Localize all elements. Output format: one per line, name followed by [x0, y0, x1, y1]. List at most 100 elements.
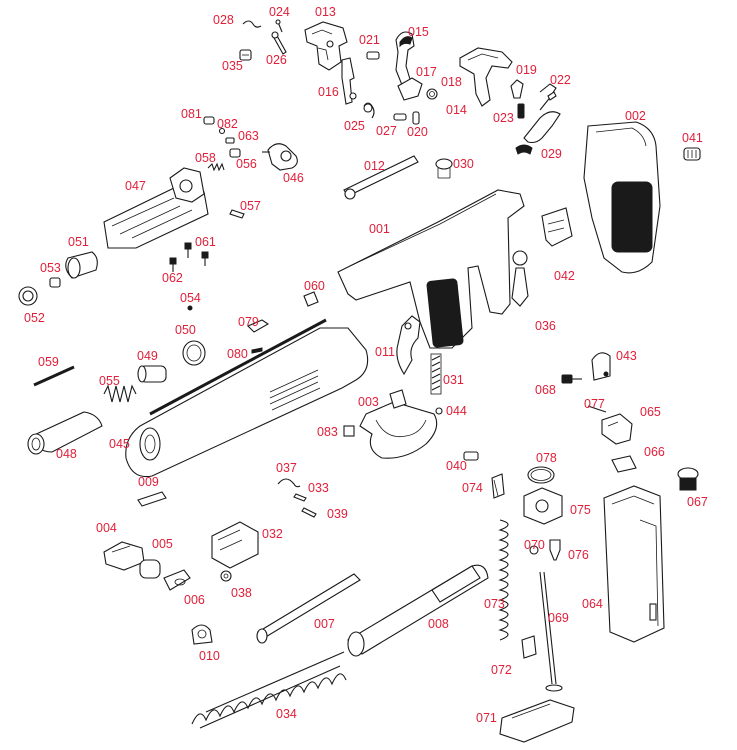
part-label-018: 018 — [441, 75, 462, 89]
part-021-drawing — [366, 51, 380, 60]
part-label-016: 016 — [318, 85, 339, 99]
part-061-drawing — [184, 242, 192, 258]
part-060-drawing — [303, 291, 319, 307]
part-label-010: 010 — [199, 649, 220, 663]
part-023-drawing — [517, 103, 525, 119]
part-label-044: 044 — [446, 404, 467, 418]
part-045-drawing — [125, 318, 369, 478]
part-039-drawing — [301, 507, 317, 518]
part-label-078: 078 — [536, 451, 557, 465]
part-035-drawing — [239, 49, 252, 61]
part-label-061: 061 — [195, 235, 216, 249]
part-label-030: 030 — [453, 157, 474, 171]
part-017-drawing — [397, 77, 423, 101]
part-label-013: 013 — [315, 5, 336, 19]
part-025-drawing — [363, 102, 375, 119]
part-label-008: 008 — [428, 617, 449, 631]
part-014-drawing — [459, 47, 513, 107]
part-038-drawing — [220, 570, 232, 582]
part-044-drawing — [435, 407, 443, 415]
part-label-023: 023 — [493, 111, 514, 125]
part-label-079: 079 — [238, 315, 259, 329]
part-label-024: 024 — [269, 5, 290, 19]
part-012-drawing — [343, 155, 419, 200]
part-074-drawing — [491, 473, 505, 499]
part-label-034: 034 — [276, 707, 297, 721]
part-040-drawing — [463, 451, 479, 461]
part-label-067: 067 — [687, 495, 708, 509]
part-label-068: 068 — [535, 383, 556, 397]
part-007-drawing — [256, 573, 361, 644]
part-049-drawing — [137, 365, 167, 383]
part-label-075: 075 — [570, 503, 591, 517]
part-label-076: 076 — [568, 548, 589, 562]
part-066-drawing — [611, 455, 637, 473]
part-label-005: 005 — [152, 537, 173, 551]
part-072-drawing — [521, 635, 537, 659]
part-042-drawing — [541, 207, 573, 247]
part-label-031: 031 — [443, 373, 464, 387]
part-label-080: 080 — [227, 347, 248, 361]
part-077-drawing — [587, 405, 607, 413]
part-label-022: 022 — [550, 73, 571, 87]
part-015-drawing — [395, 31, 415, 91]
part-003-drawing — [359, 389, 438, 459]
part-label-001: 001 — [369, 222, 390, 236]
part-010-drawing — [191, 624, 213, 645]
part-062b-drawing — [201, 251, 209, 266]
part-label-027: 027 — [376, 124, 397, 138]
part-label-049: 049 — [137, 349, 158, 363]
part-073-drawing — [498, 519, 509, 641]
part-label-045: 045 — [109, 437, 130, 451]
part-label-048: 048 — [56, 447, 77, 461]
part-label-066: 066 — [644, 445, 665, 459]
part-label-032: 032 — [262, 527, 283, 541]
part-046-drawing — [262, 143, 298, 171]
part-031-drawing — [430, 353, 442, 395]
part-label-050: 050 — [175, 323, 196, 337]
part-080-drawing — [251, 347, 263, 354]
part-label-003: 003 — [358, 395, 379, 409]
part-label-029: 029 — [541, 147, 562, 161]
part-027-drawing — [393, 113, 407, 121]
part-081-drawing — [203, 116, 215, 125]
part-029-drawing — [515, 111, 561, 155]
part-label-009: 009 — [138, 475, 159, 489]
part-label-042: 042 — [554, 269, 575, 283]
part-label-020: 020 — [407, 125, 428, 139]
part-054-drawing — [187, 305, 193, 311]
part-016-drawing — [341, 57, 357, 105]
part-006-drawing — [163, 569, 191, 591]
part-label-043: 043 — [616, 349, 637, 363]
part-label-083: 083 — [317, 425, 338, 439]
part-004-drawing — [103, 541, 145, 571]
part-label-077: 077 — [584, 397, 605, 411]
part-075-drawing — [523, 487, 563, 525]
part-label-047: 047 — [125, 179, 146, 193]
part-013-drawing — [304, 21, 348, 71]
part-label-035: 035 — [222, 59, 243, 73]
part-label-036: 036 — [535, 319, 556, 333]
part-079-drawing — [247, 319, 270, 333]
part-label-053: 053 — [40, 261, 61, 275]
part-label-033: 033 — [308, 481, 329, 495]
part-label-026: 026 — [266, 53, 287, 67]
part-026-drawing — [271, 31, 287, 55]
part-063-drawing — [225, 137, 235, 144]
part-053-drawing — [49, 277, 61, 288]
part-label-052: 052 — [24, 311, 45, 325]
part-label-063: 063 — [238, 129, 259, 143]
part-055-drawing — [103, 384, 137, 403]
part-label-011: 011 — [375, 345, 395, 359]
part-label-073: 073 — [484, 597, 505, 611]
part-label-007: 007 — [314, 617, 335, 631]
part-label-040: 040 — [446, 459, 467, 473]
part-label-054: 054 — [180, 291, 201, 305]
part-label-072: 072 — [491, 663, 512, 677]
part-071-drawing — [499, 699, 575, 743]
part-label-017: 017 — [416, 65, 437, 79]
part-059-drawing — [33, 365, 75, 387]
part-label-039: 039 — [327, 507, 348, 521]
part-label-069: 069 — [548, 611, 569, 625]
part-008-drawing — [347, 564, 489, 657]
